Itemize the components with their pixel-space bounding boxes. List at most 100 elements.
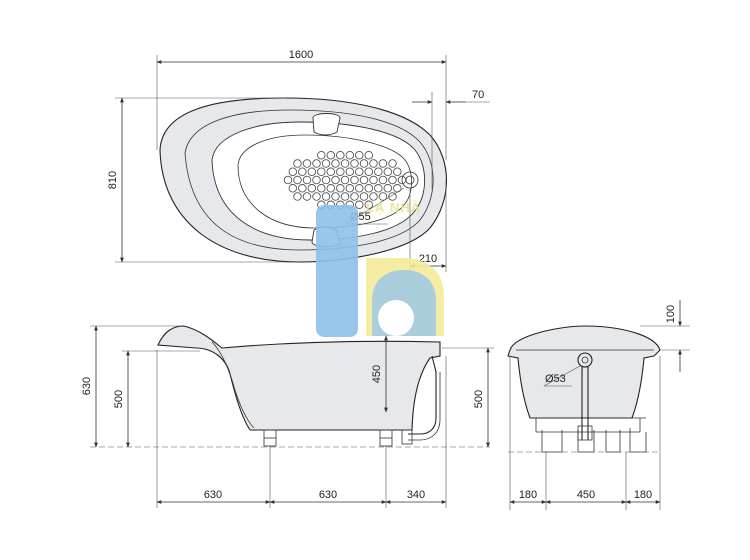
anti-slip-dot bbox=[355, 200, 364, 210]
anti-slip-dot bbox=[302, 159, 312, 168]
dim-edge-offset: 70 bbox=[472, 89, 484, 101]
anti-slip-dot bbox=[312, 175, 321, 185]
drain-inner bbox=[405, 175, 415, 185]
dim-spacing-2: 630 bbox=[319, 489, 337, 501]
end-view-tub bbox=[507, 325, 661, 419]
dim-total-height: 630 bbox=[81, 377, 93, 395]
anti-slip-dot bbox=[326, 167, 336, 176]
anti-slip-dot bbox=[288, 184, 298, 193]
anti-slip-dot bbox=[336, 184, 345, 193]
side-view-inner-line bbox=[211, 341, 255, 429]
anti-slip-dot bbox=[374, 184, 383, 193]
anti-slip-dot bbox=[283, 175, 293, 185]
dim-overflow-diameter: Ø53 bbox=[545, 373, 566, 385]
anti-slip-dot bbox=[374, 167, 383, 176]
anti-slip-dot bbox=[331, 159, 340, 168]
anti-slip-dot bbox=[350, 175, 359, 185]
dim-spacing-1: 630 bbox=[204, 489, 222, 501]
anti-slip-dot bbox=[359, 159, 369, 168]
top-view-basin-floor bbox=[237, 134, 412, 229]
dim-end-height: 500 bbox=[473, 390, 485, 408]
anti-slip-dot bbox=[364, 150, 374, 160]
end-view: 100 Ø53 180 450 180 bbox=[507, 300, 690, 510]
top-view: 1600 810 70 Ø55 210 bbox=[107, 49, 490, 272]
anti-slip-dot bbox=[331, 175, 340, 185]
top-view-handle-top bbox=[312, 113, 341, 136]
anti-slip-dot bbox=[307, 184, 317, 193]
anti-slip-dot bbox=[331, 192, 340, 201]
anti-slip-dot bbox=[288, 167, 298, 176]
anti-slip-dot bbox=[393, 167, 402, 176]
anti-slip-dot bbox=[340, 175, 350, 185]
anti-slip-dot bbox=[336, 150, 345, 160]
side-drain-pipe-inner bbox=[408, 372, 441, 441]
anti-slip-dot bbox=[378, 192, 388, 201]
dim-spacing-3: 340 bbox=[407, 489, 425, 501]
watermark-logo: LẠ NHÀ bbox=[316, 200, 444, 337]
dim-left-offset: 180 bbox=[519, 489, 537, 501]
end-foot-left bbox=[541, 430, 563, 453]
dim-feet-spacing: 450 bbox=[577, 489, 595, 501]
anti-slip-dot bbox=[364, 200, 374, 210]
anti-slip-dot bbox=[302, 175, 312, 185]
overflow-outer bbox=[577, 352, 593, 368]
anti-slip-dot bbox=[364, 184, 374, 193]
anti-slip-dot bbox=[312, 192, 321, 201]
side-view: 630 500 450 500 630 630 340 bbox=[81, 325, 494, 508]
side-view-tub bbox=[157, 325, 441, 431]
anti-slip-dot bbox=[383, 167, 393, 176]
anti-slip-dot bbox=[317, 184, 326, 193]
anti-slip-dot bbox=[345, 167, 355, 176]
anti-slip-dot bbox=[298, 184, 307, 193]
anti-slip-dot bbox=[359, 175, 369, 185]
logo-dot bbox=[378, 300, 414, 336]
anti-slip-dot bbox=[355, 184, 364, 193]
anti-slip-dot bbox=[293, 175, 302, 185]
anti-slip-dot bbox=[369, 175, 378, 185]
anti-slip-dot bbox=[388, 159, 397, 168]
anti-slip-dot bbox=[364, 167, 374, 176]
anti-slip-dot bbox=[321, 159, 331, 168]
anti-slip-dot bbox=[312, 159, 321, 168]
anti-slip-dot bbox=[350, 159, 359, 168]
overflow-inner bbox=[581, 356, 589, 364]
anti-slip-dot bbox=[293, 192, 302, 201]
anti-slip-dot bbox=[326, 184, 336, 193]
end-pipe-fitting bbox=[577, 425, 593, 441]
logo-bar-blue bbox=[316, 205, 358, 337]
anti-slip-dot bbox=[388, 175, 397, 185]
anti-slip-dot bbox=[317, 150, 326, 160]
anti-slip-dot bbox=[317, 167, 326, 176]
end-foot-mid-right bbox=[605, 430, 621, 453]
anti-slip-dot bbox=[369, 159, 378, 168]
anti-slip-dot bbox=[345, 184, 355, 193]
anti-slip-dot bbox=[350, 192, 359, 201]
anti-slip-dot bbox=[388, 192, 397, 201]
anti-slip-dot bbox=[326, 150, 336, 160]
dim-width: 810 bbox=[107, 171, 119, 189]
anti-slip-dot bbox=[378, 159, 388, 168]
anti-slip-dot bbox=[321, 192, 331, 201]
anti-slip-dot bbox=[369, 192, 378, 201]
side-drain-pipe bbox=[408, 355, 437, 435]
dim-right-offset: 180 bbox=[634, 489, 652, 501]
anti-slip-dot bbox=[307, 167, 317, 176]
anti-slip-dot bbox=[340, 192, 350, 201]
logo-text: LẠ NHÀ bbox=[366, 200, 421, 215]
side-drain-fitting bbox=[401, 429, 413, 445]
dim-length: 1600 bbox=[289, 49, 313, 61]
dim-drain-height: 450 bbox=[371, 365, 383, 383]
anti-slip-dots bbox=[283, 150, 407, 210]
anti-slip-dot bbox=[383, 184, 393, 193]
anti-slip-dot bbox=[355, 167, 364, 176]
end-pipe bbox=[581, 367, 589, 440]
anti-slip-dot bbox=[336, 167, 345, 176]
anti-slip-dot bbox=[355, 150, 364, 160]
top-view-rim bbox=[184, 109, 434, 251]
anti-slip-dot bbox=[378, 175, 388, 185]
anti-slip-dot bbox=[340, 159, 350, 168]
anti-slip-dot bbox=[293, 159, 302, 168]
end-foot-mid-left bbox=[577, 430, 595, 453]
dim-rim-thickness: 100 bbox=[665, 305, 677, 323]
